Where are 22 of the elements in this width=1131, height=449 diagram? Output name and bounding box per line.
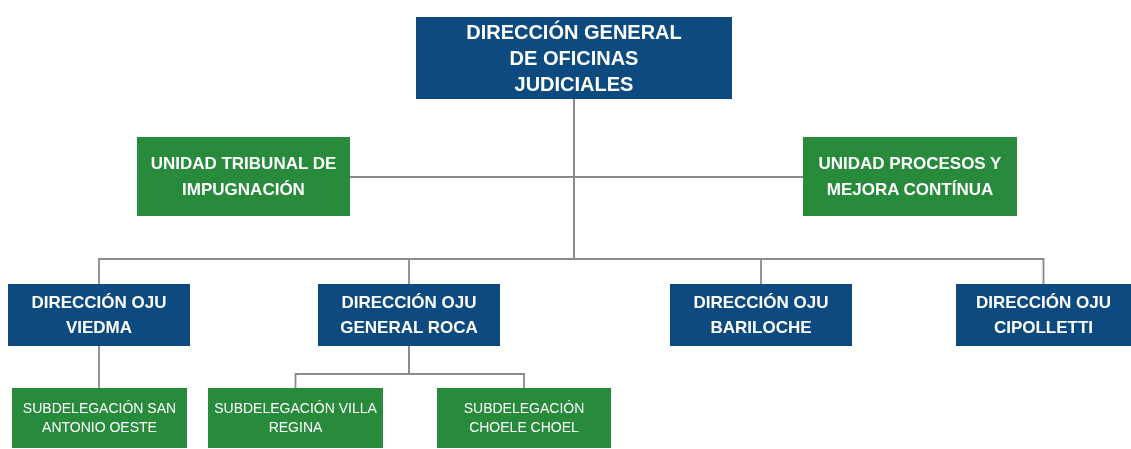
box-label: DIRECCIÓN GENERAL DE OFICINAS JUDICIALES xyxy=(465,19,683,97)
office-box xyxy=(956,284,1131,346)
connector-line xyxy=(408,345,525,389)
office-box xyxy=(670,284,852,346)
unit-box xyxy=(803,137,1017,216)
office-box xyxy=(318,284,500,346)
box-label: UNIDAD TRIBUNAL DE IMPUGNACIÓN xyxy=(149,153,338,201)
connector-line xyxy=(98,345,100,389)
unit-box xyxy=(137,137,350,216)
box-label: SUBDELEGACIÓN CHOELE CHOEL xyxy=(462,399,586,437)
box-label: DIRECCIÓN OJU BARILOCHE xyxy=(692,291,830,339)
title-box xyxy=(416,17,732,99)
subdelegation-box xyxy=(208,388,383,448)
subdelegation-box xyxy=(437,388,611,448)
box-label: SUBDELEGACIÓN VILLA REGINA xyxy=(214,399,377,437)
box-label: DIRECCIÓN OJU GENERAL ROCA xyxy=(339,291,479,339)
box-label: UNIDAD PROCESOS Y MEJORA CONTÍNUA xyxy=(817,153,1003,201)
box-label: DIRECCIÓN OJU VIEDMA xyxy=(30,291,168,339)
office-box xyxy=(8,284,190,346)
box-label: SUBDELEGACIÓN SAN ANTONIO OESTE xyxy=(21,399,178,437)
subdelegation-box xyxy=(12,388,187,448)
box-label: DIRECCIÓN OJU CIPOLLETTI xyxy=(974,291,1113,339)
